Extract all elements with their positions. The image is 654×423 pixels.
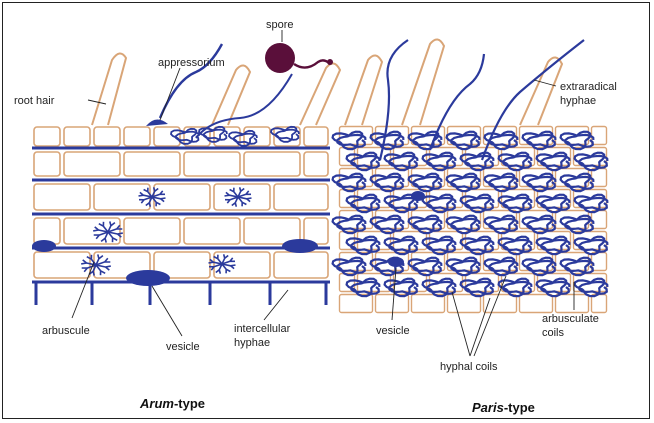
spore-tip <box>327 59 333 65</box>
label-extraradical-1: extraradical <box>560 81 617 93</box>
cortex-cell <box>94 127 120 146</box>
root-hair <box>345 55 382 125</box>
vesicle-shape <box>32 240 56 252</box>
cortex-cell <box>34 218 60 244</box>
vesicle-shape <box>282 239 318 253</box>
cortex-cell <box>304 152 328 176</box>
caption-arum-type: Arum-type <box>139 396 205 411</box>
label-intercellular-2: hyphae <box>234 337 270 349</box>
root-hair <box>402 39 444 125</box>
cortex-cell <box>34 152 60 176</box>
cortex-cell <box>64 152 120 176</box>
cortex-cell <box>376 295 409 313</box>
root-hair <box>300 63 340 125</box>
label-arbusculate-1: arbusculate <box>542 313 599 325</box>
cortex-cell <box>592 169 607 187</box>
cortex-cell <box>184 152 240 176</box>
cortex-cell <box>592 127 607 145</box>
caption-paris-suffix: -type <box>504 400 535 415</box>
cortex-cell <box>274 252 328 278</box>
arum-cell-grid <box>34 127 328 278</box>
caption-arum-suffix: -type <box>174 396 205 411</box>
vesicle-shape <box>126 270 170 286</box>
label-appressorium: appressorium <box>158 57 225 69</box>
label-vesicle-right: vesicle <box>376 325 410 337</box>
root-hair <box>212 65 250 125</box>
cortex-cell <box>124 218 180 244</box>
caption-paris-type: Paris-type <box>472 400 535 415</box>
cortex-cell <box>592 211 607 229</box>
cortex-cell <box>184 218 240 244</box>
cortex-cell <box>592 253 607 271</box>
cortex-cell <box>154 184 210 210</box>
vesicle-shape <box>411 191 425 201</box>
cortex-cell <box>94 184 150 210</box>
cortex-cell <box>520 295 553 313</box>
label-extraradical-2: hyphae <box>560 95 596 107</box>
label-vesicle-left: vesicle <box>166 341 200 353</box>
cortex-cell <box>34 184 90 210</box>
cortex-cell <box>64 127 90 146</box>
root-hair <box>92 53 126 125</box>
label-arbuscule: arbuscule <box>42 325 90 337</box>
label-hyphal-coils: hyphal coils <box>440 361 498 373</box>
label-root-hair: root hair <box>14 95 55 107</box>
label-arbusculate-2: coils <box>542 327 565 339</box>
cortex-cell <box>274 184 328 210</box>
cortex-cell <box>34 127 60 146</box>
spore-hypha <box>294 60 330 67</box>
cortex-cell <box>124 152 180 176</box>
caption-arum-name: Arum <box>139 396 174 411</box>
root-hair <box>520 57 562 125</box>
arum-root-section <box>32 43 340 305</box>
cortex-cell <box>592 295 607 313</box>
cortex-cell <box>304 127 328 146</box>
cortex-cell <box>556 295 589 313</box>
external-hypha <box>160 44 222 118</box>
appressorium-shape <box>146 119 168 126</box>
cortex-cell <box>124 127 150 146</box>
cortex-cell <box>340 295 373 313</box>
cortex-cell <box>412 295 445 313</box>
vesicle-shape <box>388 257 404 267</box>
cortex-cell <box>448 295 481 313</box>
spore-shape <box>265 43 295 73</box>
cortex-cell <box>244 152 300 176</box>
caption-paris-name: Paris <box>472 400 504 415</box>
cortex-cell <box>34 252 90 278</box>
label-intercellular-1: intercellular <box>234 323 291 335</box>
label-spore: spore <box>266 19 294 31</box>
